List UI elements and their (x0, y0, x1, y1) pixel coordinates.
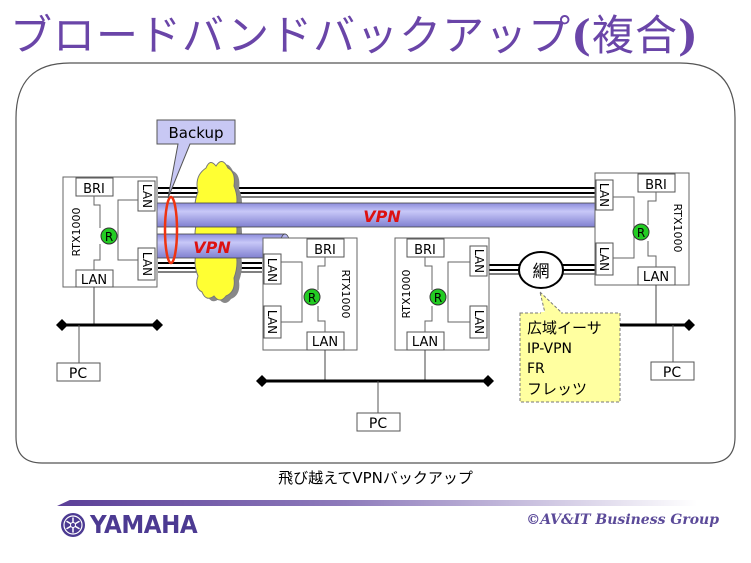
slide-title: ブロードバンドバックアップ(複合) (10, 2, 699, 63)
pc-center: PC (356, 412, 401, 432)
router-left-lan-side: LAN (140, 184, 154, 208)
backup-label: Backup (169, 124, 224, 142)
router-left-model: RTX1000 (70, 207, 83, 256)
backup-callout: Backup (156, 119, 236, 199)
footer-divider (57, 500, 697, 506)
router-left-lan: LAN (81, 273, 107, 288)
router-right: BRI LAN LAN LAN RTX1000 R (594, 172, 690, 286)
copyright-text: ©AV&IT Business Group (526, 512, 719, 528)
brand-name: YAMAHA (90, 510, 198, 539)
router-left-bri: BRI (83, 182, 105, 197)
router-left: BRI LAN LAN LAN RTX1000 R (62, 176, 158, 288)
router-center-right-lan-side: LAN (472, 310, 486, 334)
title-paren-close: ) (678, 11, 699, 60)
router-center-right-model: RTX1000 (400, 269, 413, 318)
router-center-right-marker: R (434, 291, 442, 305)
diagram-frame (15, 62, 736, 464)
pc-left-label: PC (69, 366, 87, 382)
lan-bus-right (620, 285, 695, 362)
router-right-model: RTX1000 (671, 203, 684, 252)
router-center-left-lan-side: LAN (265, 310, 279, 334)
pc-right: PC (650, 361, 695, 381)
title-kanji: 複合 (591, 11, 678, 60)
pc-center-label: PC (369, 416, 387, 432)
router-center-left-model: RTX1000 (339, 269, 352, 318)
router-right-lan: LAN (643, 270, 669, 285)
router-left-marker: R (105, 230, 113, 244)
router-center-left: BRI LAN LAN LAN RTX1000 R (262, 237, 358, 351)
vpn-tunnel-long: VPN (129, 202, 631, 228)
backup-ring (163, 195, 179, 265)
network-type-ip-vpn: IP-VPN (527, 341, 572, 357)
title-paren-open: ( (571, 11, 592, 60)
network-node: 網 (518, 251, 564, 289)
router-center-right-lan-side: LAN (472, 249, 486, 273)
router-right-marker: R (637, 226, 645, 240)
network-node-label: 網 (533, 262, 550, 282)
pc-right-label: PC (663, 365, 681, 381)
network-type-wide-area-ethernet: 広域イーサ (527, 319, 602, 337)
network-type-fr: FR (527, 361, 545, 377)
router-center-left-bri: BRI (314, 243, 336, 258)
tuning-fork-emblem-icon (61, 512, 85, 537)
router-center-left-lan-side: LAN (265, 258, 279, 282)
lan-bus-left (56, 287, 163, 363)
router-center-right-bri: BRI (414, 243, 436, 258)
router-left-lan-side: LAN (140, 252, 154, 276)
vpn-label-short: VPN (193, 238, 231, 257)
router-right-bri: BRI (645, 178, 667, 193)
router-center-right: BRI LAN LAN LAN RTX1000 R (394, 237, 490, 351)
internet-cloud (194, 161, 242, 303)
router-right-lan-side: LAN (597, 183, 611, 207)
network-type-flets: フレッツ (527, 380, 587, 398)
pc-left: PC (56, 362, 101, 382)
router-right-lan-side: LAN (597, 247, 611, 271)
router-center-right-lan: LAN (412, 335, 438, 350)
diagram-caption: 飛び越えてVPNバックアップ (278, 469, 473, 487)
network-types-callout: 広域イーサ IP-VPN FR フレッツ (519, 290, 621, 403)
lan-bus-center (256, 350, 494, 413)
router-center-left-lan: LAN (312, 335, 338, 350)
yamaha-logo: YAMAHA (60, 510, 207, 539)
network-diagram: VPN VPN Backup BRI LAN LAN LAN RTX1000 R… (15, 62, 736, 464)
vpn-label-long: VPN (363, 207, 401, 226)
title-main: ブロードバンドバックアップ (10, 11, 572, 60)
router-center-left-marker: R (308, 291, 316, 305)
